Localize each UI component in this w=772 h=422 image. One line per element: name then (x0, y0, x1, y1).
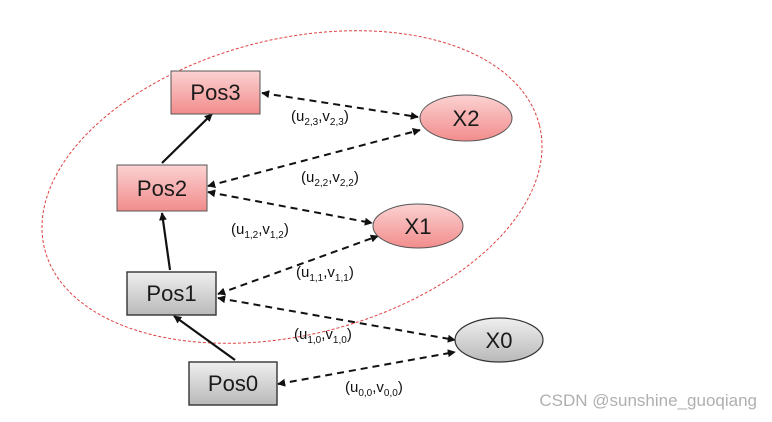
landmark-node-label: X1 (405, 214, 432, 239)
pose-node-pos3: Pos3 (170, 70, 261, 115)
edge-pos3-x2 (261, 90, 419, 120)
watermark-text: CSDN @sunshine_guoqiang (539, 391, 757, 410)
pose-node-label: Pos2 (137, 176, 187, 201)
edge-pos2-x1 (207, 189, 373, 226)
pose-node-pos0: Pos0 (188, 361, 278, 406)
edge-label-u12: (u1,2,v1,2) (231, 221, 289, 241)
edge-pos0-x0 (277, 349, 456, 387)
edge-pos0-pos1 (173, 315, 236, 361)
landmark-node-label: X2 (453, 106, 480, 131)
edge-label-u00: (u0,0,v0,0) (345, 379, 403, 399)
edge-label-u22: (u2,2,v2,2) (301, 169, 359, 189)
observation-edges (207, 90, 456, 387)
edge-pos1-x0 (217, 295, 456, 343)
pose-node-label: Pos3 (190, 80, 240, 105)
edge-pos1-pos2 (159, 212, 172, 271)
pose-node-label: Pos0 (208, 371, 258, 396)
edge-label-u23: (u2,3,v2,3) (291, 108, 349, 128)
landmark-node-x2: X2 (419, 94, 513, 142)
pose-node-label: Pos1 (146, 281, 196, 306)
edge-label-u10: (u1,0,v1,0) (294, 326, 352, 346)
edge-label-u11: (u1,1,v1,1) (296, 264, 354, 284)
pose-chain-edges (159, 113, 236, 361)
landmark-node-x0: X0 (454, 317, 544, 363)
edge-pos2-pos3 (161, 113, 213, 164)
edge-pos1-x1 (217, 234, 379, 296)
pose-node-pos2: Pos2 (116, 164, 208, 212)
landmark-node-label: X0 (486, 328, 513, 353)
edge-pos2-x2 (207, 127, 421, 189)
pose-node-pos1: Pos1 (126, 271, 217, 316)
landmark-node-x1: X1 (372, 203, 464, 249)
